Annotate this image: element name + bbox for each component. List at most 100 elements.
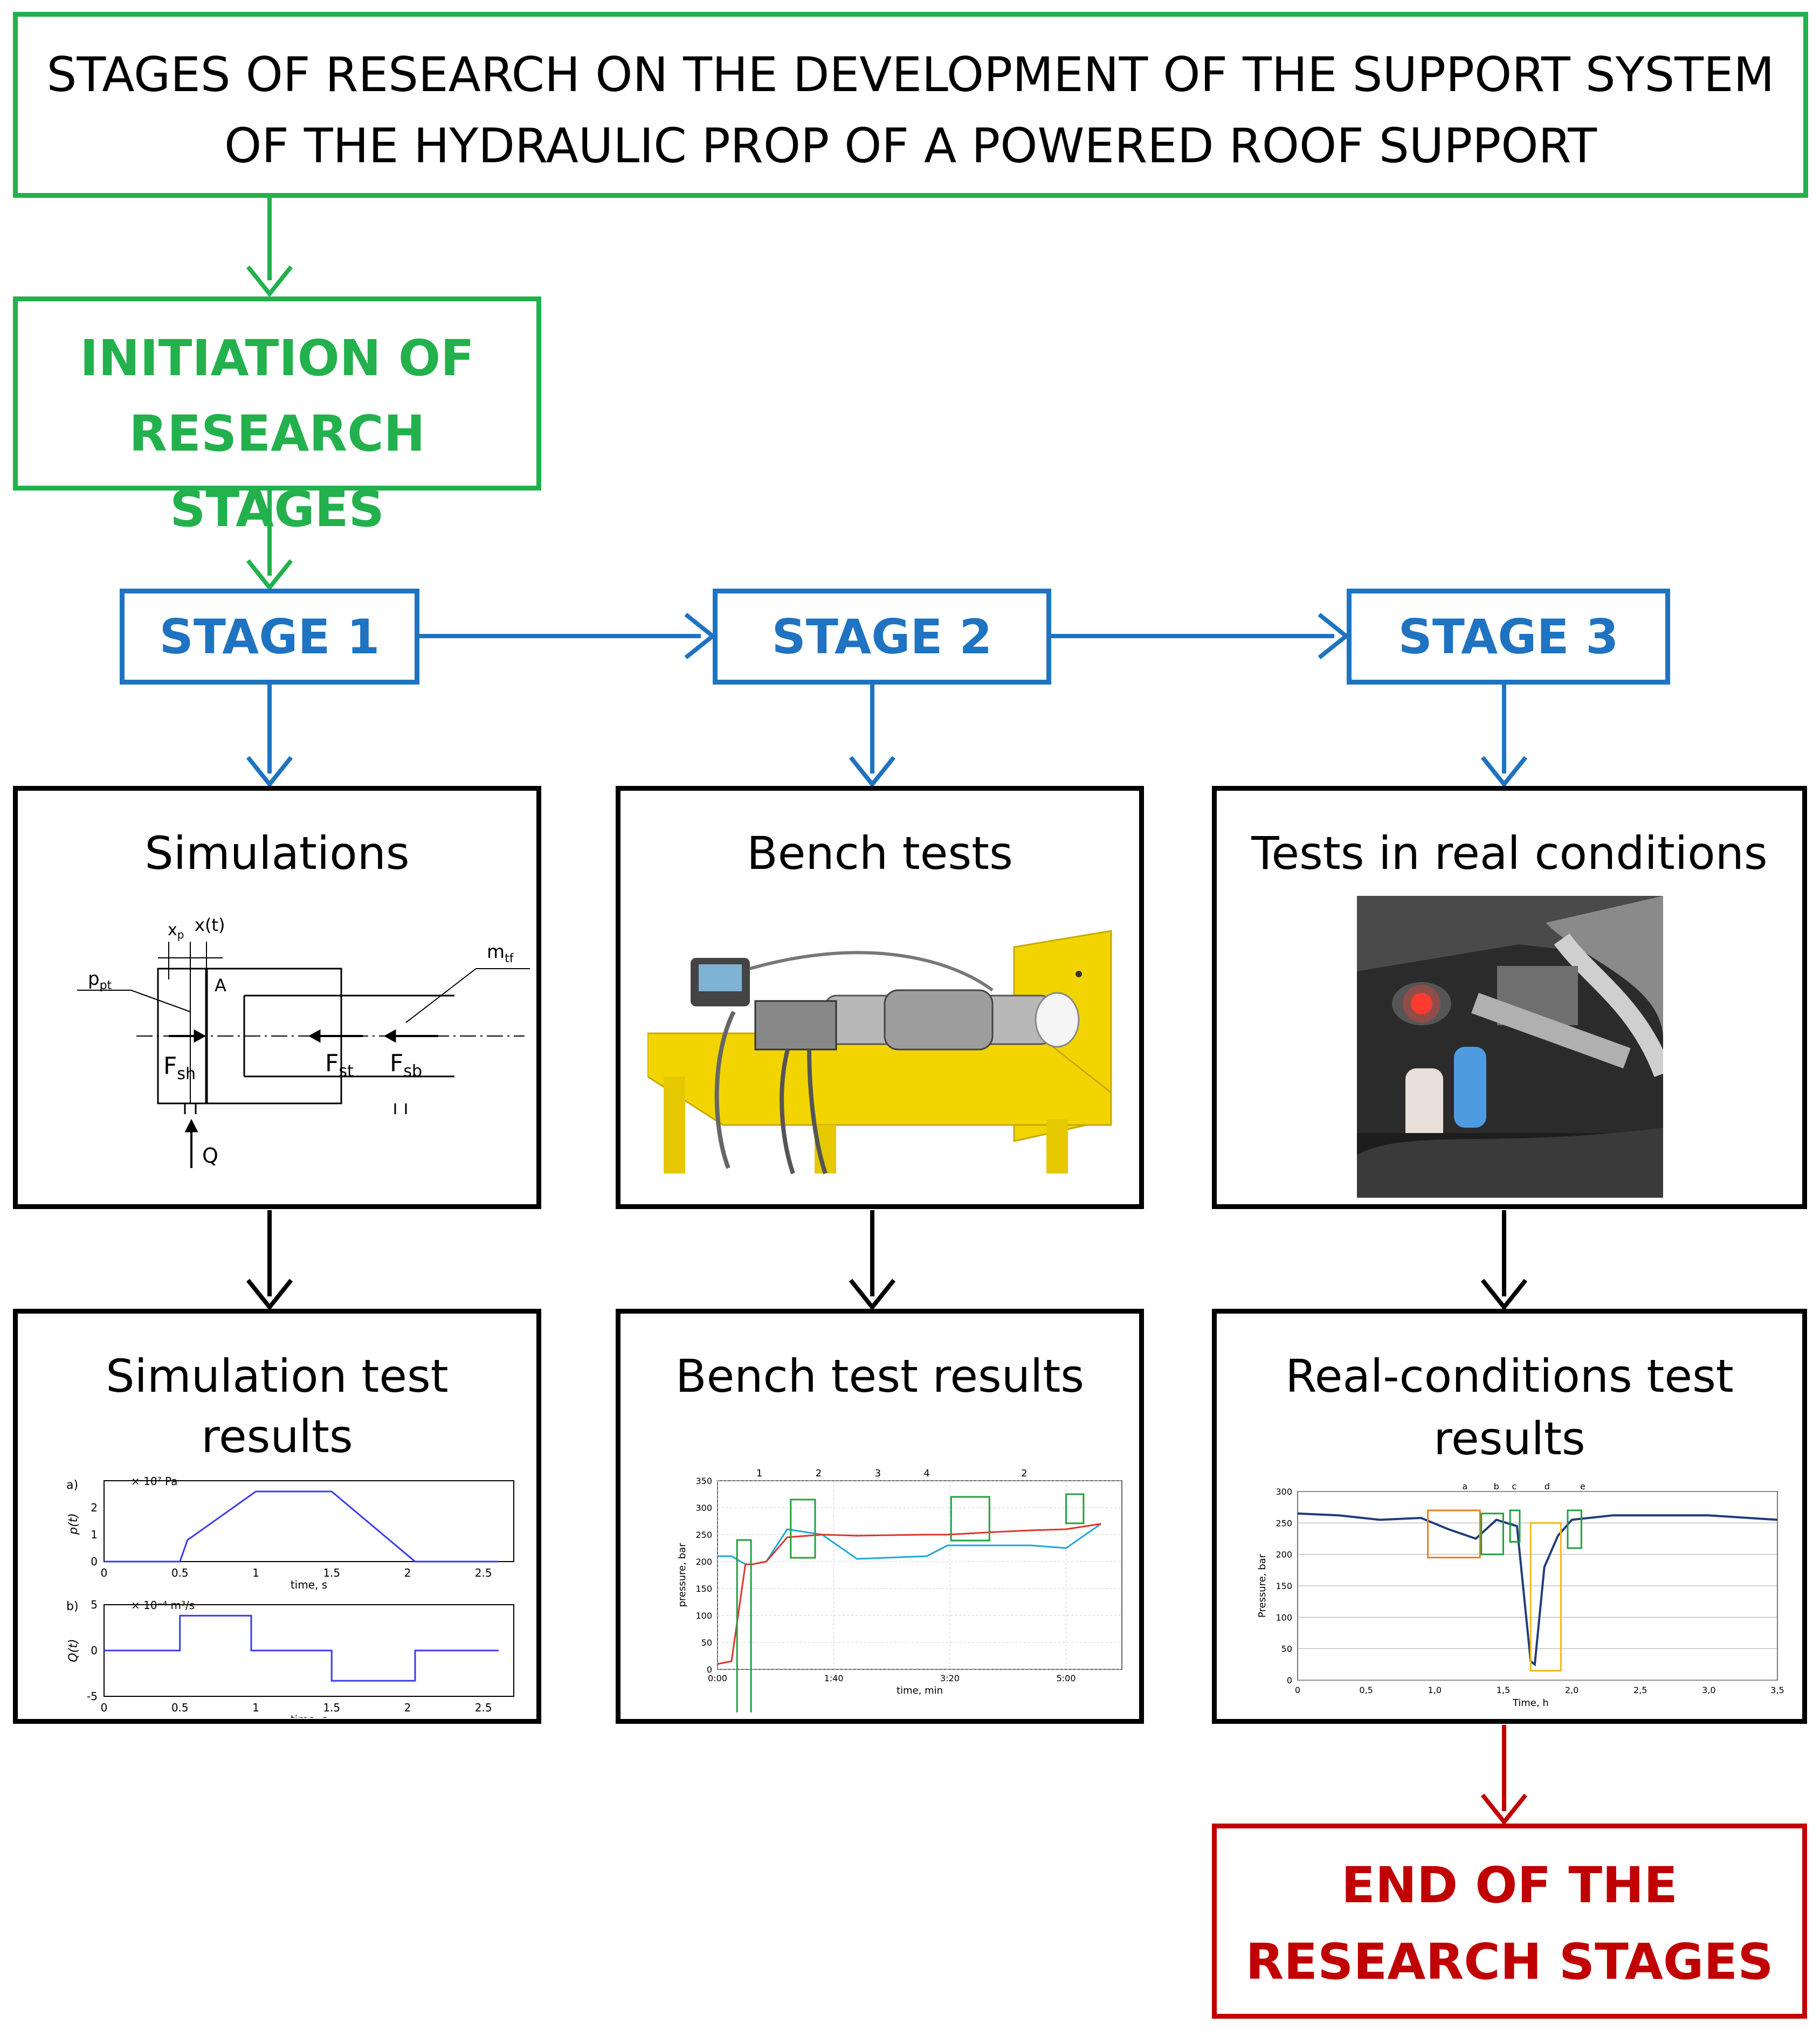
sim-a-frame	[104, 1480, 514, 1562]
real-xlabel: Time, h	[1512, 1697, 1549, 1709]
sim-b-ytick: 5	[91, 1598, 98, 1611]
bench-xlabel: time, min	[897, 1685, 943, 1696]
real-ylabel: Pressure, bar	[1257, 1553, 1268, 1618]
sim-b-ylabel: Q(t)	[67, 1639, 80, 1662]
real-ytick: 300	[1276, 1487, 1292, 1497]
sim-a-xtick: 2	[404, 1566, 411, 1579]
real-xtick: 0,5	[1359, 1685, 1373, 1695]
bench-highlight	[790, 1499, 816, 1559]
real-ytick: 50	[1281, 1644, 1292, 1654]
real-callout: b	[1494, 1481, 1499, 1492]
header-line-1: STAGES OF RESEARCH ON THE DEVELOPMENT OF…	[46, 47, 1775, 102]
bench-ytick: 100	[695, 1611, 712, 1621]
bench-highlight	[950, 1496, 990, 1542]
bench-frame	[717, 1480, 1122, 1670]
real-highlight-c	[1509, 1509, 1521, 1543]
label-xt: x(t)	[195, 915, 225, 935]
bench-series-red	[717, 1523, 1101, 1665]
end-line-2: RESEARCH STAGES	[1245, 1933, 1774, 1991]
bench-title: Bench tests	[747, 827, 1013, 880]
real-callout: a	[1462, 1481, 1467, 1492]
bench-xtick: 1:40	[824, 1673, 844, 1683]
real-results-title-2: results	[1433, 1412, 1585, 1465]
end-line-1: END OF THE	[1341, 1856, 1678, 1914]
bench-xtick: 3:20	[940, 1673, 960, 1683]
sim-a-ytick: 2	[91, 1501, 98, 1514]
bench-ylabel: pressure, bar	[677, 1543, 688, 1607]
real-ytick: 100	[1276, 1612, 1292, 1622]
sim-a-ylabel: p(t)	[67, 1513, 80, 1535]
real-xtick: 3,5	[1770, 1685, 1784, 1695]
stage-1-label: STAGE 1	[159, 609, 380, 665]
mine-photo	[1357, 896, 1663, 1198]
stage-3-label: STAGE 3	[1398, 609, 1619, 665]
label-Fst: Fst	[325, 1049, 354, 1081]
sim-b-ytick: -5	[87, 1690, 98, 1703]
sim-a-label: a)	[66, 1479, 78, 1492]
sim-b-series	[104, 1614, 499, 1682]
simulations-title: Simulations	[144, 827, 410, 880]
sim-b-xtick: 1	[252, 1701, 259, 1714]
real-highlight-e	[1567, 1509, 1582, 1549]
real-callout: e	[1580, 1481, 1585, 1492]
sim-b-xtick: 2	[404, 1701, 411, 1714]
sim-a-xtick: 1	[252, 1566, 259, 1579]
stage-2-label: STAGE 2	[771, 609, 992, 665]
real-ytick: 0	[1287, 1675, 1292, 1686]
stage-2-box: STAGE 2	[713, 589, 1051, 685]
bench-ytick: 150	[695, 1584, 712, 1594]
real-highlight-b	[1480, 1513, 1504, 1556]
real-results-box: Real-conditions test results 300 250 200 15…	[1212, 1309, 1807, 1724]
real-results-title-1: Real-conditions test	[1285, 1350, 1734, 1403]
bench-callout: 4	[923, 1468, 929, 1479]
bench-callout: 1	[756, 1468, 762, 1479]
sim-b-xlabel: time, s	[291, 1713, 327, 1718]
sim-results-title-1: Simulation test	[106, 1350, 449, 1403]
real-highlight-a	[1427, 1509, 1481, 1558]
sim-a-ytick: 0	[91, 1555, 98, 1568]
initiation-box: INITIATION OF RESEARCH STAGES	[13, 296, 541, 538]
real-ytick: 150	[1276, 1581, 1292, 1591]
sim-b-unit: × 10⁻⁴ m³/s	[131, 1599, 195, 1612]
real-callout: d	[1545, 1481, 1550, 1492]
sim-a-ytick: 1	[91, 1528, 98, 1541]
sim-a-xtick: 0.5	[171, 1566, 189, 1579]
header-line-2: OF THE HYDRAULIC PROP OF A POWERED ROOF …	[224, 118, 1597, 174]
real-title: Tests in real conditions	[1251, 827, 1768, 880]
label-A: A	[215, 975, 226, 996]
real-xtick: 2,0	[1565, 1685, 1578, 1695]
label-Fsh: Fsh	[163, 1052, 196, 1083]
real-series	[1297, 1512, 1778, 1667]
sim-b-xtick: 0.5	[171, 1701, 189, 1714]
bench-box: Bench tests	[616, 786, 1144, 1209]
bench-callout: 2	[816, 1468, 822, 1479]
real-ytick: 250	[1276, 1518, 1292, 1528]
label-Q: Q	[202, 1144, 218, 1168]
bench-ytick: 250	[695, 1530, 712, 1540]
sim-a-series	[104, 1490, 499, 1563]
sim-results-title-2: results	[201, 1410, 353, 1463]
bench-ytick: 200	[695, 1557, 712, 1567]
real-xtick: 1,0	[1428, 1685, 1442, 1695]
real-ytick: 200	[1276, 1550, 1292, 1560]
initiation-line-2: RESEARCH STAGES	[129, 405, 425, 538]
bench-xtick: 0:00	[708, 1673, 727, 1683]
hydraulic-schematic: xp x(t) ppt A mtf Fsh Fst Fsb Q	[77, 915, 530, 1168]
bench-ytick: 300	[695, 1503, 712, 1513]
sim-a-xtick: 2.5	[475, 1566, 492, 1579]
sim-b-xtick: 1.5	[323, 1701, 340, 1714]
simulations-box: Simulations	[13, 786, 541, 1209]
sim-a-xlabel: time, s	[291, 1578, 327, 1591]
real-xtick: 0	[1295, 1685, 1300, 1695]
bench-ytick: 0	[707, 1665, 712, 1675]
real-box: Tests in real conditions	[1212, 786, 1807, 1209]
sim-a-xtick: 0	[101, 1566, 108, 1579]
label-xp: xp	[168, 921, 184, 941]
bench-results-title: Bench test results	[675, 1350, 1085, 1403]
